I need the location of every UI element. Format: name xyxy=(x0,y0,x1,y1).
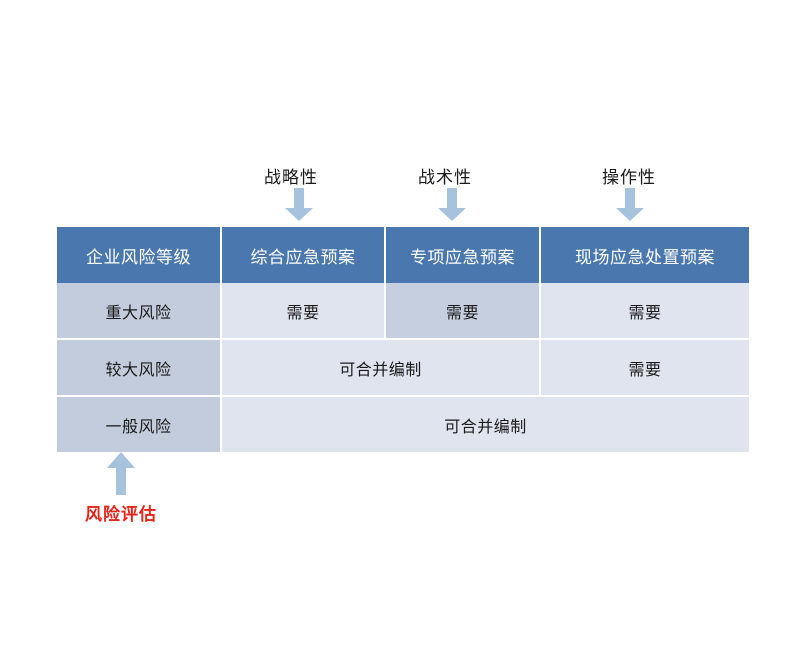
row-label-larger-risk: 较大风险 xyxy=(57,339,222,397)
table-row: 重大风险 需要 需要 需要 xyxy=(57,283,749,340)
table-row: 较大风险 可合并编制 需要 xyxy=(57,339,749,397)
annotation-label-strategic: 战略性 xyxy=(264,168,318,188)
column-header-special-plan: 专项应急预案 xyxy=(385,227,541,283)
row-label-general-risk: 一般风险 xyxy=(57,396,222,452)
arrow-up-icon xyxy=(106,452,136,496)
annotation-label-operational: 操作性 xyxy=(602,168,656,188)
cell-major-special: 需要 xyxy=(385,283,541,340)
cell-larger-merged-plan: 可合并编制 xyxy=(221,339,541,397)
arrow-down-icon xyxy=(284,188,314,222)
arrow-down-icon xyxy=(437,188,467,222)
annotation-label-tactical: 战术性 xyxy=(418,168,472,188)
risk-emergency-plan-table: 企业风险等级 综合应急预案 专项应急预案 现场应急处置预案 重大风险 需要 需要… xyxy=(57,227,749,452)
cell-general-merged-plan: 可合并编制 xyxy=(221,396,749,452)
table-row: 一般风险 可合并编制 xyxy=(57,396,749,452)
column-header-onsite-plan: 现场应急处置预案 xyxy=(540,227,749,283)
arrow-down-icon xyxy=(615,188,645,222)
cell-major-comprehensive: 需要 xyxy=(221,283,386,340)
column-header-risk-level: 企业风险等级 xyxy=(57,227,222,283)
column-header-comprehensive-plan: 综合应急预案 xyxy=(221,227,386,283)
cell-larger-onsite: 需要 xyxy=(540,339,749,397)
annotation-label-risk-assessment: 风险评估 xyxy=(85,505,157,525)
cell-major-onsite: 需要 xyxy=(540,283,749,340)
row-label-major-risk: 重大风险 xyxy=(57,283,222,340)
table-header-row: 企业风险等级 综合应急预案 专项应急预案 现场应急处置预案 xyxy=(57,227,749,283)
